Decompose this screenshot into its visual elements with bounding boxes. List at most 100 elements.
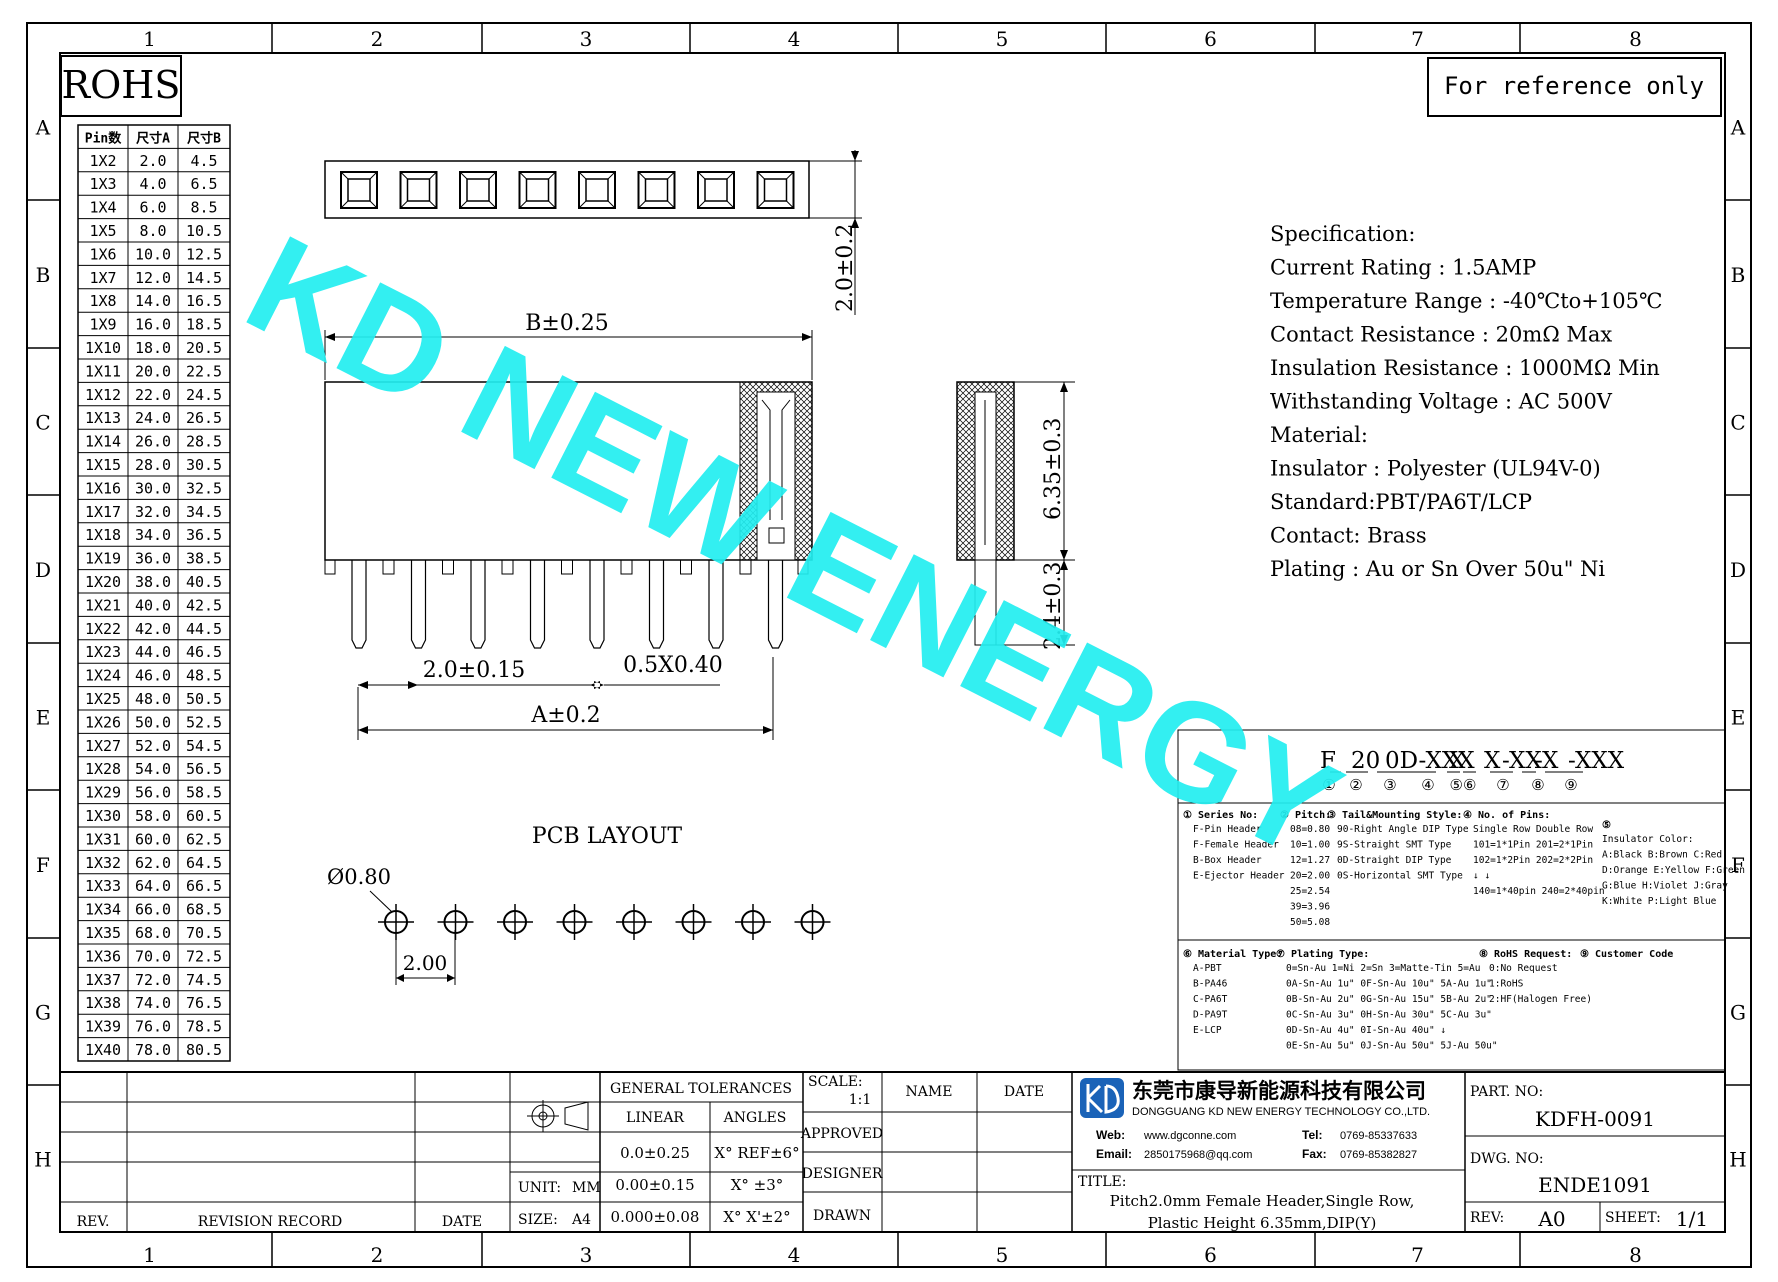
dim-pitch: 2.0±0.15 <box>423 658 525 683</box>
spec-line: Contact Resistance : 20mΩ Max <box>1270 323 1612 347</box>
tolerance-linear: 0.0±0.25 <box>620 1144 690 1162</box>
code-note-line: 0D-Sn-Au 4u" 0I-Sn-Au 40u" ↓ <box>1286 1025 1446 1036</box>
pin-table-cell: 46.5 <box>186 643 222 661</box>
part-code-index: ⑦ <box>1496 776 1509 794</box>
pin-table-cell: 30.5 <box>186 456 222 474</box>
pin-table-cell: 1X36 <box>85 947 121 965</box>
code-note-line: 102=1*2Pin 202=2*2Pin <box>1473 855 1593 866</box>
reference-label: For reference only <box>1444 72 1704 100</box>
part-code-segment: -XX <box>1502 748 1542 774</box>
unit-label: UNIT: <box>518 1180 561 1196</box>
pin-table-cell: 52.5 <box>186 713 222 731</box>
web-label: Web: <box>1096 1128 1125 1142</box>
column-marker: 4 <box>788 1243 801 1267</box>
part-no-label: PART. NO: <box>1470 1084 1543 1100</box>
front-view: B±0.25 A±0.2 2.0±0.15 0.5X0.40 <box>324 311 813 740</box>
code-note-line: F-Pin Header <box>1193 824 1262 835</box>
pin-table-cell: 10.0 <box>135 245 171 263</box>
column-marker: 3 <box>580 27 593 51</box>
pin-table-cell: 8.5 <box>190 199 217 217</box>
code-note-line: 0B-Sn-Au 2u" 0G-Sn-Au 15u" 5B-Au 2u" <box>1286 994 1492 1005</box>
pin-table-cell: 74.5 <box>186 971 222 989</box>
pin-table-cell: 20.0 <box>135 362 171 380</box>
pin-table-cell: 1X19 <box>85 550 121 568</box>
column-marker: 1 <box>143 27 156 51</box>
part-code-index: ① <box>1322 776 1335 794</box>
part-code-segment: X <box>1484 748 1501 774</box>
rev-date-header: DATE <box>442 1214 482 1230</box>
row-marker: F <box>1731 853 1745 877</box>
pin-table-cell: 22.5 <box>186 362 222 380</box>
drawing-title-line1: Pitch2.0mm Female Header,Single Row, <box>1110 1192 1415 1210</box>
pin-table-cell: 54.0 <box>135 760 171 778</box>
pin-table-cell: 50.0 <box>135 713 171 731</box>
code-note-line: C-PA6T <box>1193 994 1228 1005</box>
pin-table-cell: 1X18 <box>85 526 121 544</box>
pin-table-cell: 1X23 <box>85 643 121 661</box>
pin-table-cell: 34.0 <box>135 526 171 544</box>
pcb-layout: PCB LAYOUT Ø0.80 2.00 <box>327 824 831 985</box>
code-note-title: ① Series No: <box>1183 809 1258 821</box>
pin-table-cell: 6.5 <box>190 175 217 193</box>
rohs-label: ROHS <box>62 63 181 107</box>
pin-table-cell: 1X10 <box>85 339 121 357</box>
spec-line: Contact: Brass <box>1270 524 1427 548</box>
pin-table-cell: 64.5 <box>186 854 222 872</box>
tel-value: 0769-85337633 <box>1340 1130 1417 1142</box>
pin-table-cell: 26.5 <box>186 409 222 427</box>
pin-table-cell: 1X11 <box>85 362 121 380</box>
code-note-line: ↓ ↓ <box>1473 871 1490 882</box>
row-marker: A <box>1730 116 1746 140</box>
part-code-segment: F <box>1320 748 1336 774</box>
pin-table-cell: 6.0 <box>139 199 166 217</box>
pin-table-cell: 56.0 <box>135 784 171 802</box>
code-note-title: ③ Tail&Mounting Style: <box>1327 809 1462 821</box>
pin-table-cell: 24.5 <box>186 386 222 404</box>
scale-value: 1:1 <box>849 1092 872 1108</box>
code-note-line: 0S-Horizontal SMT Type <box>1337 871 1463 882</box>
pin-table-cell: 1X34 <box>85 901 121 919</box>
spec-line: Material: <box>1270 423 1368 447</box>
pin-table-cell: 42.5 <box>186 596 222 614</box>
part-no-value: KDFH-0091 <box>1535 1107 1655 1131</box>
row-marker: H <box>34 1148 51 1172</box>
part-code-index: ⑤⑥ <box>1450 776 1477 794</box>
code-note-title: ⑧ RoHS Request: <box>1479 949 1572 960</box>
rev-header: REV. <box>77 1214 110 1230</box>
pin-table-cell: 36.0 <box>135 550 171 568</box>
pin-table-cell: 66.5 <box>186 877 222 895</box>
part-code-index: ④ <box>1421 776 1434 794</box>
pin-table-cell: 16.5 <box>186 292 222 310</box>
drawing-title-line2: Plastic Height 6.35mm,DIP(Y) <box>1148 1214 1377 1232</box>
code-note-line: 0C-Sn-Au 3u" 0H-Sn-Au 30u" 5C-Au 3u" <box>1286 1010 1492 1021</box>
spec-line: Specification: <box>1270 222 1415 246</box>
pin-table-cell: 80.5 <box>186 1041 222 1059</box>
pin-table-cell: 1X21 <box>85 596 121 614</box>
part-code-segment: X <box>1449 748 1466 774</box>
company-name-cn: 东莞市康导新能源科技有限公司 <box>1132 1079 1426 1103</box>
pin-table-cell: 18.0 <box>135 339 171 357</box>
unit-value: MM <box>572 1180 601 1196</box>
row-marker: E <box>36 706 51 730</box>
spec-line: Insulation Resistance : 1000MΩ Min <box>1270 356 1660 380</box>
rohs-box <box>60 55 182 117</box>
code-note-line: D:Orange E:Yellow F:Green <box>1602 865 1745 876</box>
column-marker: 5 <box>996 27 1009 51</box>
rev-value: A0 <box>1537 1207 1565 1231</box>
pin-table-cell: 1X28 <box>85 760 121 778</box>
fax-value: 0769-85382827 <box>1340 1149 1417 1161</box>
tolerance-angle: X° ±3° <box>731 1176 784 1194</box>
drawn-label: DRAWN <box>813 1208 871 1224</box>
spec-line: Temperature Range : -40℃to+105℃ <box>1270 289 1662 313</box>
column-marker: 4 <box>788 27 801 51</box>
code-note-title: ⑨ Customer Code <box>1580 949 1673 960</box>
dim-b: B±0.25 <box>525 311 609 336</box>
pin-table-cell: 78.0 <box>135 1041 171 1059</box>
code-note-line: 0A-Sn-Au 1u" 0F-Sn-Au 10u" 5A-Au 1u" <box>1286 979 1492 990</box>
revision-record-header: REVISION RECORD <box>198 1214 342 1230</box>
pin-table-cell: 1X15 <box>85 456 121 474</box>
pin-table-cell: 24.0 <box>135 409 171 427</box>
